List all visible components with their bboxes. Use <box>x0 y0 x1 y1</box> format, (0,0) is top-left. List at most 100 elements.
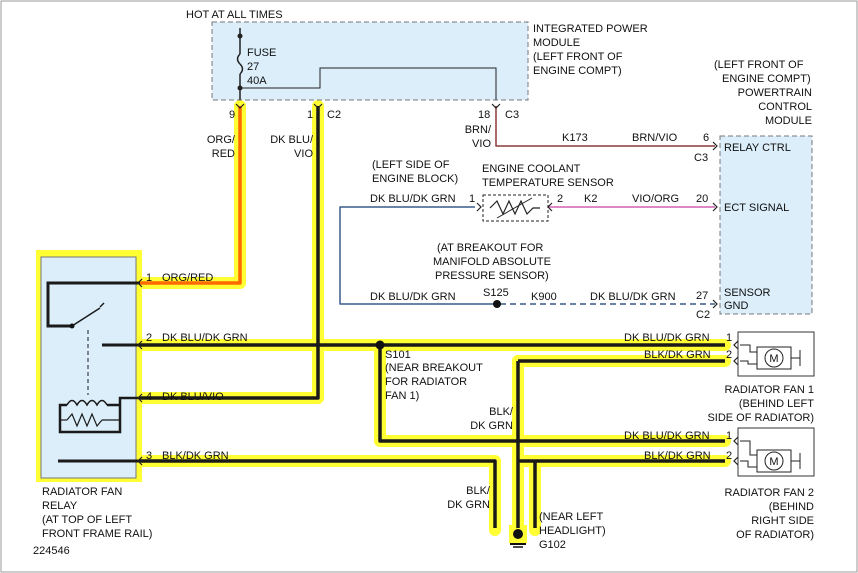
ipm-title-3: (LEFT FRONT OF <box>533 51 623 63</box>
wire-org-red-1: ORG/ <box>207 134 236 146</box>
fan2-label-3: RIGHT SIDE <box>751 515 814 527</box>
ipm-pin-1: 1 <box>307 109 313 121</box>
relay-label-3: (AT TOP OF LEFT <box>42 514 132 526</box>
fan1-pin-1: 1 <box>726 332 732 344</box>
ipm-conn-c3: C3 <box>505 109 519 121</box>
wires <box>140 106 725 528</box>
fan1-label-2: (BEHIND LEFT <box>739 398 814 410</box>
relay-pin-4: 4 <box>146 391 152 403</box>
fan1-label-3: SIDE OF RADIATOR) <box>707 412 814 424</box>
ground-location-1: (NEAR LEFT <box>539 511 603 523</box>
ground-g102-label: G102 <box>539 539 566 551</box>
pcm-pin-27: 27 <box>696 290 708 302</box>
fan2-pin-2: 2 <box>726 450 732 462</box>
ipm-pin-9: 9 <box>229 109 235 121</box>
wire-blk-dkgrn-low-2: DK GRN <box>447 499 490 511</box>
fan1-pin-2: 2 <box>726 349 732 361</box>
fan2-motor-icon <box>764 451 784 471</box>
wire-relay-org-red: ORG/RED <box>162 272 213 284</box>
splice-s101-dot <box>375 340 385 350</box>
wire-brn-vio-1: BRN/ <box>465 124 492 136</box>
pcm-pin-6: 6 <box>703 132 709 144</box>
fan2-label-1: RADIATOR FAN 2 <box>725 487 814 499</box>
map-breakout-2: MANIFOLD ABSOLUTE <box>433 256 551 268</box>
wire-relay-blk-dkgrn: BLK/DK GRN <box>162 450 229 462</box>
circuit-k173: K173 <box>562 132 588 144</box>
fan1-lead-2 <box>740 360 757 365</box>
fan2-motor-letter: M <box>769 456 778 468</box>
fan2-lead <box>740 440 757 456</box>
fan1-label-1: RADIATOR FAN 1 <box>725 384 814 396</box>
ect-title-2: TEMPERATURE SENSOR <box>482 177 614 189</box>
circuit-k900: K900 <box>531 291 557 303</box>
pcm-conn-c3: C3 <box>694 152 708 164</box>
map-breakout-1: (AT BREAKOUT FOR <box>437 242 543 254</box>
wire-fan2-blk: BLK/DK GRN <box>644 450 711 462</box>
pcm-sensor-gnd-2: GND <box>724 300 749 312</box>
ipm-conn-c2: C2 <box>327 109 341 121</box>
wire-dkblu-dkgrn-ect: DK BLU/DK GRN <box>370 193 456 205</box>
pcm-sensor-gnd-1: SENSOR <box>724 287 771 299</box>
fan2-lead-2 <box>740 460 757 468</box>
relay-pin-3: 3 <box>146 450 152 462</box>
hot-at-all-times-label: HOT AT ALL TIMES <box>186 9 283 21</box>
fuse-number: 27 <box>247 61 259 73</box>
fuse-rating: 40A <box>247 75 267 87</box>
ect-pin-2: 2 <box>557 193 563 205</box>
ect-title-1: ENGINE COOLANT <box>482 163 581 175</box>
relay-pin-2: 2 <box>146 332 152 344</box>
wire-dkblu-dkgrn-pcm: DK BLU/DK GRN <box>590 291 676 303</box>
relay-switch-pivot <box>69 323 75 329</box>
wire-org-red-2: RED <box>212 148 235 160</box>
pcm-conn-c2: C2 <box>696 309 710 321</box>
wire-fan1-blk: BLK/DK GRN <box>644 349 711 361</box>
fan1-motor-icon <box>764 348 784 368</box>
pcm-title-3: MODULE <box>765 115 812 127</box>
pcm-ect-signal: ECT SIGNAL <box>724 202 789 214</box>
wire-relay-dkblu-dkgrn: DK BLU/DK GRN <box>162 332 248 344</box>
wire-vio-org: VIO/ORG <box>632 193 679 205</box>
fuse-label: FUSE <box>247 47 276 59</box>
relay-label-4: FRONT FRAME RAIL) <box>42 528 152 540</box>
wire-dkblu-dkgrn-gnd: DK BLU/DK GRN <box>370 291 456 303</box>
wire-brn-vio-2: VIO <box>472 138 491 150</box>
ect-thermistor-arrow <box>496 197 533 219</box>
pcm-pin-20: 20 <box>696 193 708 205</box>
circuit-k2: K2 <box>584 193 597 205</box>
splice-s125-dot <box>493 300 501 308</box>
wire-fan1-dkblu: DK BLU/DK GRN <box>624 332 710 344</box>
pcm-location-1: (LEFT FRONT OF <box>714 59 804 71</box>
pcm-location-2: ENGINE COMPT) <box>722 73 811 85</box>
pcm-box <box>719 135 813 315</box>
relay-label-1: RADIATOR FAN <box>42 486 122 498</box>
ect-location-2: ENGINE BLOCK) <box>372 173 458 185</box>
wire-blk-dkgrn-mid-2: DK GRN <box>470 420 513 432</box>
ect-pin-1: 1 <box>469 193 475 205</box>
connector-marks <box>137 103 739 466</box>
pcm-relay-ctrl: RELAY CTRL <box>724 142 791 154</box>
splice-s125: S125 <box>483 287 509 299</box>
fan2-label-2: (BEHIND <box>769 501 814 513</box>
wire-dkblu-vio-2: VIO <box>294 148 313 160</box>
map-breakout-3: PRESSURE SENSOR) <box>435 270 549 282</box>
wire-dkblu-vio-1: DK BLU/ <box>270 134 314 146</box>
fan1-lead <box>740 344 757 353</box>
fan1-motor-letter: M <box>769 353 778 365</box>
relay-label-2: RELAY <box>42 500 78 512</box>
diagram-id: 224546 <box>33 545 70 557</box>
power-module-box <box>211 21 529 101</box>
ect-resistor-symbol <box>489 199 540 216</box>
ect-location-1: (LEFT SIDE OF <box>372 159 450 171</box>
fan2-label-4: OF RADIATOR) <box>736 529 814 541</box>
pcm-title-2: CONTROL <box>758 101 812 113</box>
fuse-dot-top <box>237 33 243 39</box>
wire-relay-dkblu-vio: DK BLU/VIO <box>162 391 224 403</box>
ipm-title-2: MODULE <box>533 37 580 49</box>
pcm-title-1: POWERTRAIN <box>738 87 812 99</box>
ipm-title-1: INTEGRATED POWER <box>533 23 648 35</box>
wire-fan2-dkblu: DK BLU/DK GRN <box>624 430 710 442</box>
ground-location-2: HEADLIGHT) <box>539 525 606 537</box>
fan2-pin-1: 1 <box>726 430 732 442</box>
relay-pin-1: 1 <box>146 272 152 284</box>
